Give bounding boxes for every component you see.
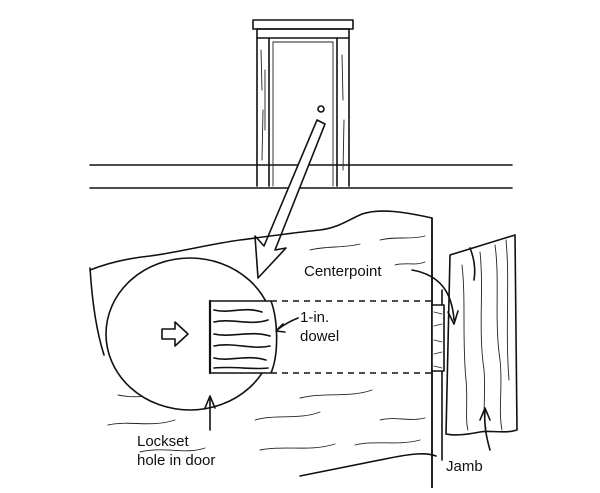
door-edge [431,217,445,489]
lockset-label-line2: hole in door [137,452,215,469]
doorknob [317,105,325,113]
dowel-label-line1: 1-in. [300,309,329,326]
label-centerpoint: Centerpoint [304,263,459,325]
label-dowel: 1-in. dowel [275,309,339,345]
lockset-label-line1: Lockset [137,433,190,450]
dowel [208,299,432,375]
label-jamb: Jamb [446,458,483,475]
wall-with-door [89,19,513,189]
centerpoint-leader [411,269,455,321]
centerpoint-label: Centerpoint [304,263,382,280]
dowel-label-line2: dowel [300,328,339,345]
label-lockset: Lockset hole in door [137,395,216,469]
dowel-leader [276,317,299,331]
zoom-arrow [254,119,326,279]
direction-arrow-icon [161,321,189,347]
door-closeup-section [89,210,437,489]
jamb [445,234,518,451]
jamb-label: Jamb [446,458,483,475]
